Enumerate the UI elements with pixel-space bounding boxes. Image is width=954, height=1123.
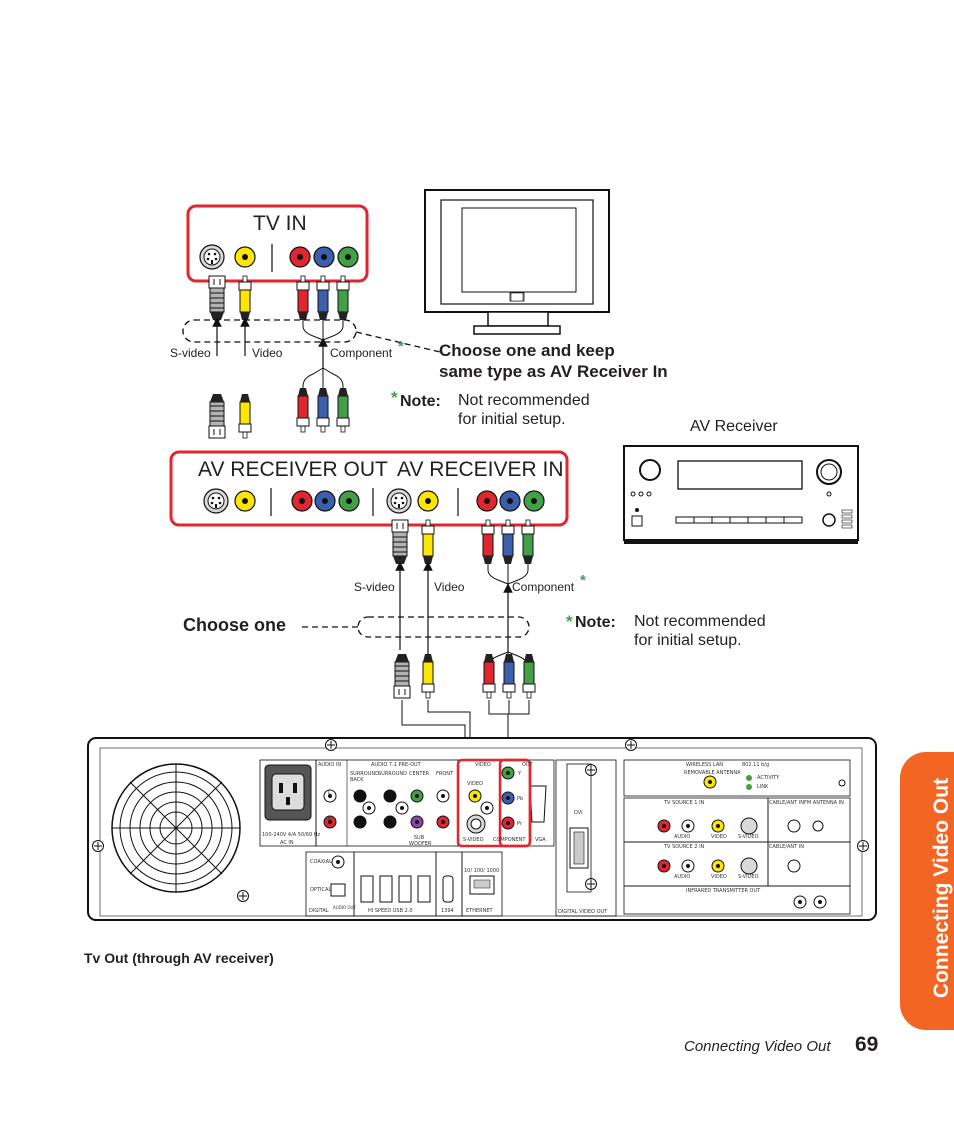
tv-svideo-jack [199, 244, 225, 270]
choose-keep-line1: Choose one and keep [439, 341, 615, 360]
panel-tv-source-2: TV SOURCE 2 IN [664, 844, 705, 850]
panel-ethernet-speed: 10/ 100/ 1000 [464, 868, 500, 874]
panel-video-jack-label: VIDEO [467, 781, 483, 787]
chapter-tab-label: Connecting Video Out [930, 777, 953, 999]
upper-lower-plugs [208, 387, 350, 439]
panel-surround: SURROUND [378, 771, 407, 777]
pc-back-panel [87, 737, 877, 921]
panel-sub-woofer: SUB WOOFER [409, 835, 432, 847]
panel-audio-in: AUDIO IN [318, 762, 342, 768]
panel-removable-antenna: REMOVABLE ANTENNA [684, 770, 741, 776]
panel-tv-source-1: TV SOURCE 1 IN [664, 800, 705, 806]
tv-illustration [424, 189, 610, 335]
tv-pr-jack [289, 246, 311, 268]
panel-usb: HI SPEED USB 2.0 [368, 908, 413, 914]
panel-optical: OPTICAL [310, 887, 332, 893]
av-receiver-label: AV Receiver [690, 418, 778, 435]
panel-front: FRONT [436, 771, 454, 777]
panel-video: VIDEO [475, 762, 491, 768]
figure-caption: Tv Out (through AV receiver) [84, 950, 274, 966]
panel-ac-rating: 100-240V 4/A 50/60 Hz [262, 832, 321, 838]
panel-digital: DIGITAL [309, 908, 329, 914]
note1-line2: for initial setup. [458, 411, 566, 428]
panel-cable-ant-1: CABLE/ANT IN [769, 800, 804, 806]
top-video-label: Video [252, 346, 283, 360]
panel-pr: Pr [517, 821, 522, 827]
panel-link: LINK [757, 784, 769, 790]
bottom-asterisk: * [580, 572, 586, 589]
page-number: 69 [855, 1033, 879, 1056]
panel-dvi: DVI [574, 810, 583, 816]
panel-cable-ant-2: CABLE/ANT IN [769, 844, 804, 850]
panel-vga: VGA [535, 837, 546, 843]
bottom-video-label: Video [434, 580, 465, 594]
panel-wireless-lan: WIRELESS LAN [686, 762, 723, 768]
panel-ethernet: ETHERNET [466, 908, 493, 914]
top-asterisk: * [398, 338, 404, 355]
tv-video-jack [234, 246, 256, 268]
top-component-label: Component [330, 346, 393, 360]
panel-svideo-2: S-VIDEO [738, 874, 759, 880]
choose-keep-line2: same type as AV Receiver In [439, 362, 668, 381]
panel-audio-out: AUDIO OUT [333, 905, 356, 910]
note1-line1: Not recommended [458, 392, 590, 409]
panel-audio-in-l: L [328, 790, 331, 796]
panel-video-2: VIDEO [711, 874, 727, 880]
panel-audio-2: AUDIO [674, 874, 691, 880]
tv-cable-plugs [208, 275, 350, 341]
panel-1394: 1394 [441, 908, 454, 914]
panel-activity: ACTIVITY [757, 775, 780, 781]
note1-label: Note: [400, 393, 441, 410]
panel-wifi-std: 802.11 b/g [742, 762, 770, 768]
note1-asterisk: * [391, 388, 398, 407]
panel-infrared: INFRARED TRANSMITTER OUT [686, 888, 761, 894]
panel-svideo: S-VIDEO [463, 837, 484, 843]
panel-svideo-1: S-VIDEO [738, 834, 759, 840]
tv-y-jack [337, 246, 359, 268]
note2-label: Note: [575, 614, 616, 631]
panel-digital-video-out: DIGITAL VIDEO OUT [558, 909, 608, 915]
receiver-cable-plugs [391, 519, 535, 585]
bottom-component-label: Component [512, 580, 575, 594]
panel-y: Y [518, 771, 522, 777]
panel-center: CENTER [409, 771, 430, 777]
av-receiver-out-label: AV RECEIVER OUT [198, 458, 388, 481]
panel-component: COMPONENT [493, 837, 526, 843]
chapter-tab [900, 752, 954, 1030]
note2-asterisk: * [566, 612, 573, 631]
tv-pb-jack [313, 246, 335, 268]
panel-video-1: VIDEO [711, 834, 727, 840]
panel-out: OUT [522, 762, 533, 768]
panel-surround-back: SURROUND BACK [350, 771, 379, 783]
panel-coaxial: COAXIAL [310, 859, 332, 865]
panel-audio-1: AUDIO [674, 834, 691, 840]
top-svideo-label: S-video [170, 346, 211, 360]
panel-fm-antenna: FM ANTENNA IN [804, 800, 844, 806]
bottom-svideo-label: S-video [354, 580, 395, 594]
footer-section-title: Connecting Video Out [684, 1038, 831, 1055]
panel-audio-71: AUDIO 7.1 PRE-OUT [371, 762, 421, 768]
note2-line2: for initial setup. [634, 632, 742, 649]
panel-pb: Pb [517, 796, 524, 802]
panel-audio-in-r: R [328, 816, 332, 822]
av-receiver-in-label: AV RECEIVER IN [397, 458, 564, 481]
av-receiver-panel [169, 450, 569, 527]
choose-one-label: Choose one [183, 615, 287, 635]
tv-in-label: TV IN [253, 212, 307, 235]
note2-line1: Not recommended [634, 613, 766, 630]
panel-ac-in: AC IN [280, 840, 294, 846]
av-receiver-illustration [623, 445, 859, 544]
